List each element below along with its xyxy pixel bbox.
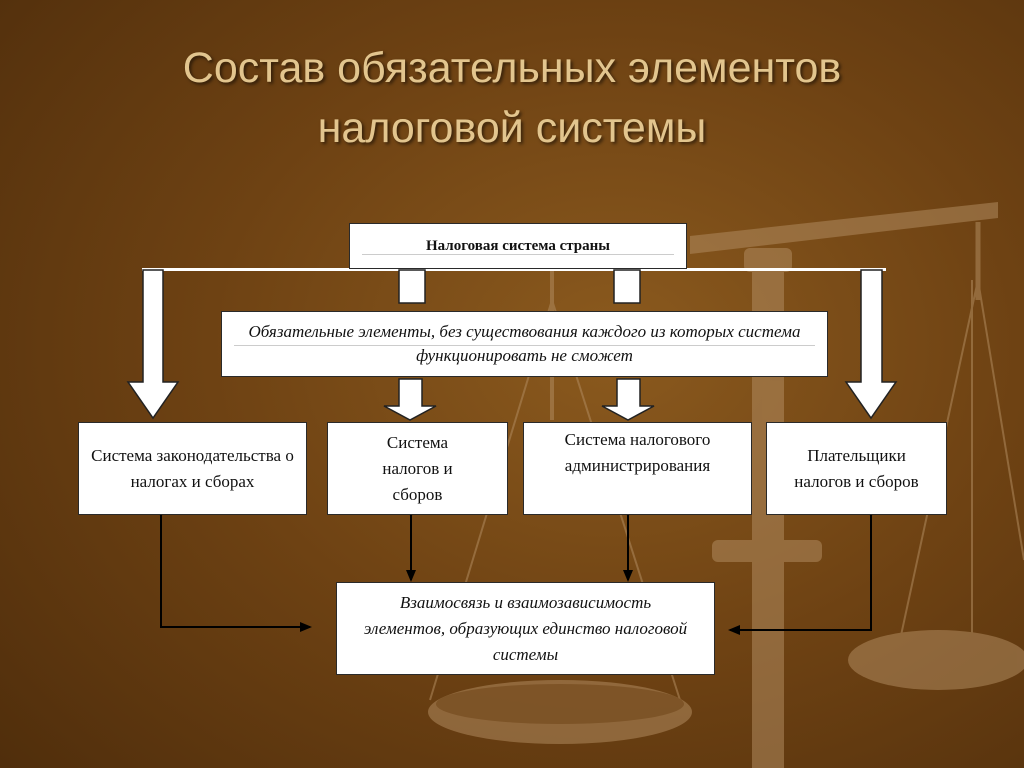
arrow-down-right (844, 269, 898, 420)
note-node: Обязательные элементы, без существования… (221, 311, 828, 377)
stub-right (613, 269, 641, 304)
element-node-4-label: Плательщики налогов и сборов (794, 445, 919, 491)
element-node-3: Система налогового администрирования (523, 422, 752, 515)
element-node-4: Плательщики налогов и сборов (766, 422, 947, 515)
link-element-1-bottom (156, 506, 312, 632)
bottom-node-label: Взаимосвязь и взаимозависимость элементо… (363, 592, 688, 664)
element-node-1-label: Система законодательства о налогах и сбо… (91, 445, 294, 491)
root-node-rule (362, 254, 674, 255)
slide-title: Состав обязательных элементов налоговой … (0, 38, 1024, 158)
bottom-node: Взаимосвязь и взаимозависимость элементо… (336, 582, 715, 675)
root-node: Налоговая система страны (349, 223, 687, 269)
slide-title-line-2: налоговой системы (317, 104, 707, 152)
arrow-note-to-element-2 (383, 378, 437, 421)
arrow-note-to-element-3 (601, 378, 655, 421)
element-node-2-label: Система налогов и сборов (382, 432, 453, 504)
root-node-label: Налоговая система страны (426, 238, 610, 254)
note-node-label: Обязательные элементы, без существования… (248, 322, 801, 365)
arrow-down-left (126, 269, 180, 420)
element-node-2: Система налогов и сборов (327, 422, 508, 515)
connector-bar (142, 268, 886, 271)
slide-title-line-1: Состав обязательных элементов (182, 44, 842, 92)
stub-left (398, 269, 426, 304)
note-node-rule (234, 345, 815, 346)
link-element-4-bottom (728, 506, 876, 635)
element-node-3-label: Система налогового администрирования (564, 430, 711, 475)
element-node-1: Система законодательства о налогах и сбо… (78, 422, 307, 515)
